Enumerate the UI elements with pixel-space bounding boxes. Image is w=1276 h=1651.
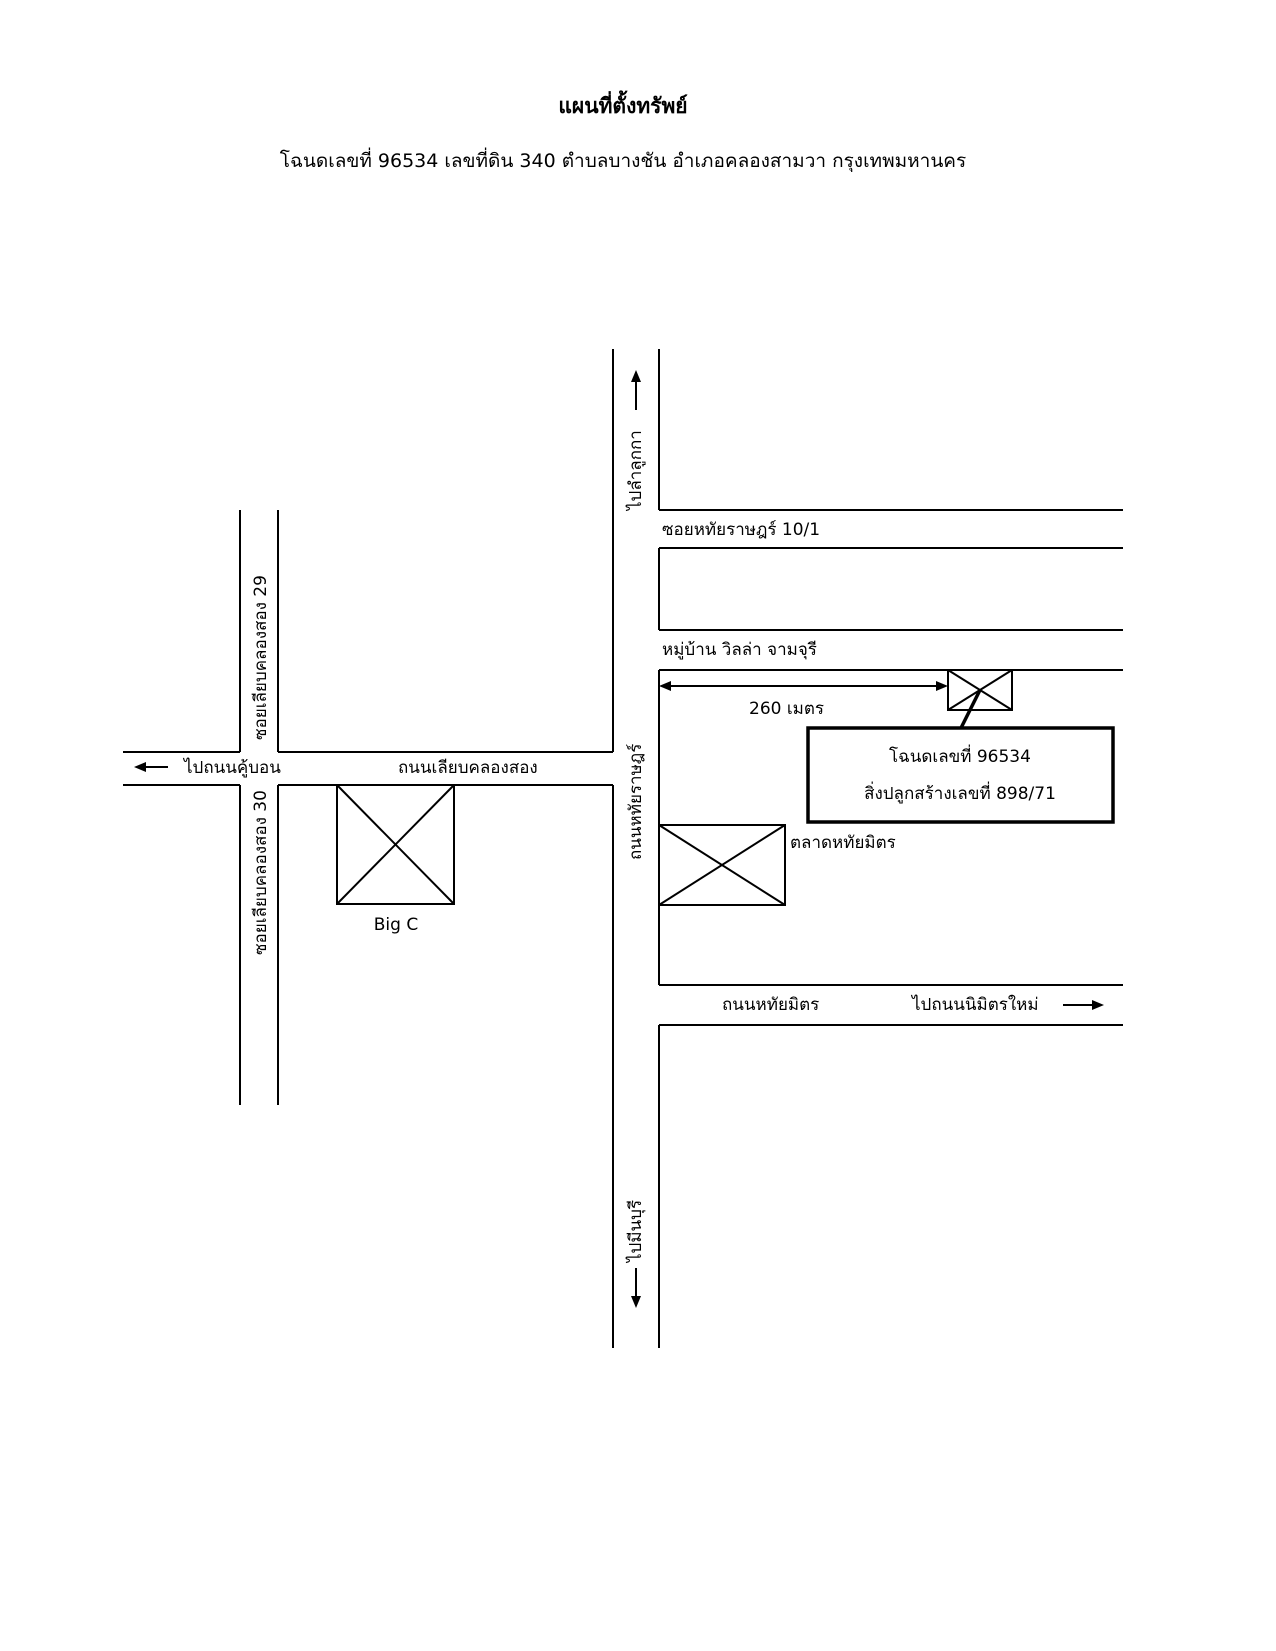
label-to-lam-luk-ka: ไปลำลูกกา — [625, 430, 646, 512]
label-hathai-rat-road: ถนนหทัยราษฎร์ — [626, 744, 646, 860]
label-to-nimit-mai: ไปถนนนิมิตรใหม่ — [910, 994, 1039, 1015]
property-callout — [806, 726, 1115, 824]
page-subtitle: โฉนดเลขที่ 96534 เลขที่ดิน 340 ตำบลบางชั… — [280, 147, 966, 173]
label-to-min-buri: ไปมีนบุรี — [625, 1200, 646, 1264]
label-liap-khlong-song-road: ถนนเลียบคลองสอง — [398, 758, 538, 778]
big-c-landmark — [336, 784, 455, 905]
label-soi-29: ซอยเลียบคลองสอง 29 — [251, 575, 271, 740]
arrow-up-icon — [631, 370, 641, 410]
label-big-c: Big C — [374, 915, 418, 935]
hathai-mit-road — [659, 984, 1123, 1026]
arrow-right-icon — [1063, 1000, 1104, 1010]
label-soi-30: ซอยเลียบคลองสอง 30 — [251, 790, 271, 955]
label-property-building: สิ่งปลูกสร้างเลขที่ 898/71 — [864, 781, 1056, 804]
hathai-mit-market-landmark — [658, 824, 786, 906]
soi-liap-khlong-song — [239, 510, 279, 1105]
distance-marker — [659, 681, 948, 691]
label-distance: 260 เมตร — [749, 699, 824, 719]
arrow-left-icon — [134, 762, 168, 772]
arrow-down-icon — [631, 1268, 641, 1308]
property-marker — [947, 669, 1013, 729]
label-hathai-mit-road: ถนนหทัยมิตร — [722, 995, 819, 1015]
village-road — [659, 629, 1123, 671]
label-to-khu-bon: ไปถนนคู้บอน — [182, 757, 281, 778]
label-hathai-mit-market: ตลาดหทัยมิตร — [790, 833, 896, 853]
label-village: หมู่บ้าน วิลล่า จามจุรี — [662, 640, 817, 660]
page-title: แผนที่ตั้งทรัพย์ — [558, 90, 687, 118]
label-property-deed: โฉนดเลขที่ 96534 — [889, 744, 1031, 767]
soi-hathai-rat-10-1 — [659, 509, 1123, 549]
label-soi-hathai-rat: ซอยหทัยราษฎร์ 10/1 — [662, 520, 820, 540]
